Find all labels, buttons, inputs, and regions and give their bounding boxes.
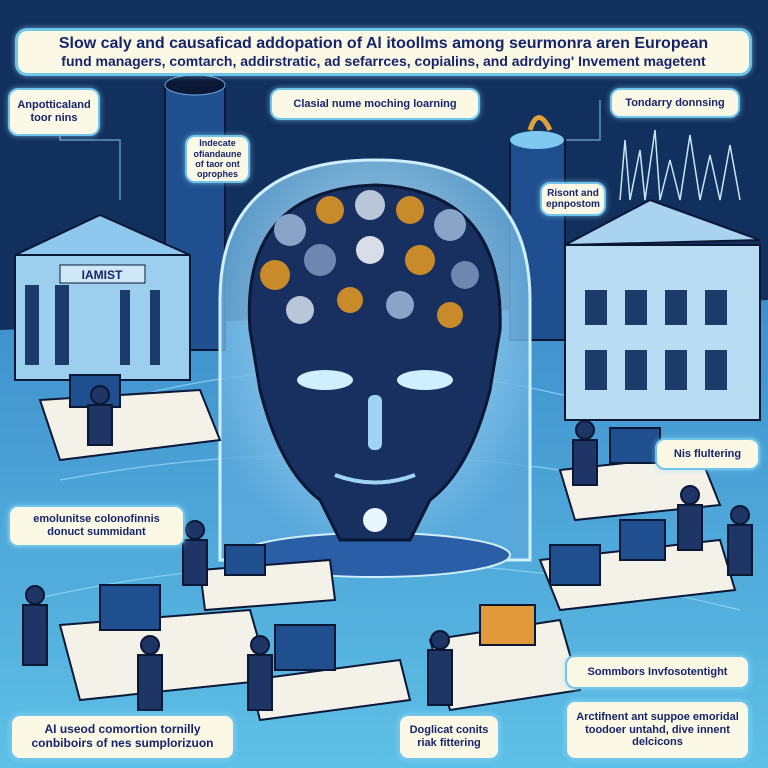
label-left-middle: emolunitse colonofinnis donuct summidant bbox=[8, 505, 185, 547]
eye-left bbox=[297, 370, 353, 390]
label-indecate: Indecate ofiandaune of taor ont oprophes bbox=[185, 135, 250, 183]
label-risont: Risont and epnpostom bbox=[540, 182, 606, 216]
chin-light bbox=[363, 508, 387, 532]
label-bottom-right-top: Sommbors Invfosotentight bbox=[565, 655, 750, 689]
building-right bbox=[564, 129, 761, 421]
chart-spikes bbox=[619, 129, 741, 201]
label-bottom-center: Doglicat conits riak fittering bbox=[398, 714, 500, 760]
title-line-2: fund managers, comtarch, addirstratic, a… bbox=[61, 53, 706, 70]
label-bottom-right: Arctifnent ant suppoe emoridal toodoer u… bbox=[565, 700, 750, 760]
mouth bbox=[334, 473, 416, 485]
nose bbox=[368, 395, 382, 450]
title-banner: Slow caly and causaficad addopation of A… bbox=[15, 28, 752, 76]
building-sign: IAMIST bbox=[82, 268, 123, 282]
label-top-right: Tondarry donnsing bbox=[610, 88, 740, 118]
label-bottom-left: AI useod comortion tornilly conbiboirs o… bbox=[10, 714, 235, 760]
office-desks bbox=[22, 374, 753, 722]
building-sign-plate bbox=[59, 264, 146, 284]
label-nis-filtering: Nis flultering bbox=[655, 438, 760, 470]
brain-gears bbox=[260, 190, 479, 328]
ai-head bbox=[218, 158, 532, 578]
label-top-left: Anpotticaland toor nins bbox=[8, 88, 100, 136]
label-machine-learning: Clasial nume moching loarning bbox=[270, 88, 480, 120]
title-line-1: Slow caly and causaficad addopation of A… bbox=[58, 34, 709, 52]
eye-right bbox=[397, 370, 453, 390]
